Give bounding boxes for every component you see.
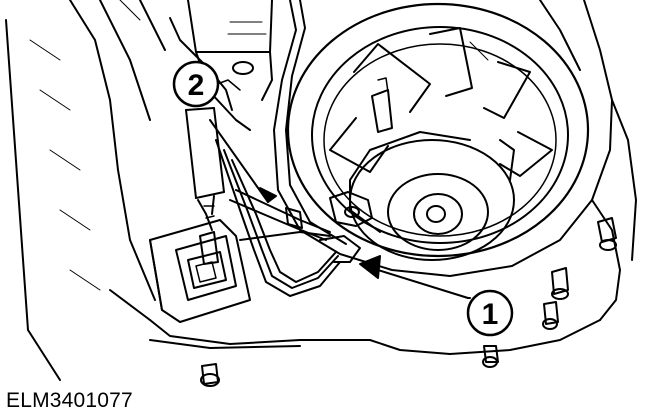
callout-1-label: 1 xyxy=(482,298,499,331)
callout-1: 1 xyxy=(466,289,514,337)
blower-fan-wheel xyxy=(286,2,590,258)
wiring-harness xyxy=(185,107,361,297)
figure-reference-code: ELM3401077 xyxy=(6,389,133,412)
mounting-studs xyxy=(200,217,617,387)
callout-2: 2 xyxy=(172,60,220,108)
motor-terminal xyxy=(371,77,393,133)
callout-2-label: 2 xyxy=(188,69,205,102)
blower-resistor xyxy=(149,219,251,323)
blower-motor xyxy=(329,131,515,261)
lower-panel xyxy=(109,231,371,349)
pointer-arrows xyxy=(209,119,469,299)
